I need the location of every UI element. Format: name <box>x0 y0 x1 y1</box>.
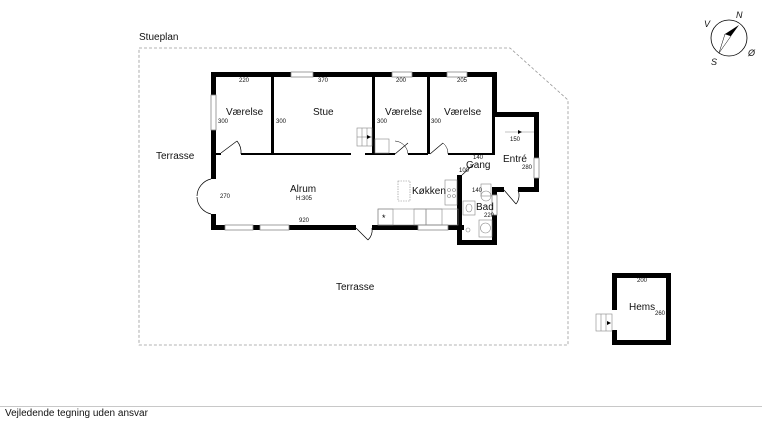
room-stue-label: Stue <box>313 107 334 118</box>
room-bad-width: 140 <box>472 188 483 194</box>
svg-text:*: * <box>382 213 386 223</box>
compass-east-label: Ø <box>748 48 756 58</box>
room-gang-width: 140 <box>473 155 484 161</box>
compass-south-label: S <box>711 57 718 67</box>
compass-rose <box>710 19 748 57</box>
room-gang-depth: 100 <box>459 168 470 174</box>
footer-divider <box>0 406 762 407</box>
room-vaerelse-3-width: 205 <box>457 78 468 84</box>
disclaimer-text: Vejledende tegning uden ansvar <box>5 408 148 419</box>
room-koekken-label: Køkken <box>412 186 446 197</box>
terrace-outline <box>138 47 569 346</box>
room-entre-label: Entré <box>503 154 527 165</box>
room-bad-label: Bad <box>476 202 494 213</box>
kitchen-fixtures <box>377 179 459 226</box>
interior-walls <box>216 77 495 155</box>
room-alrum-depth: 270 <box>220 194 231 200</box>
stair-symbol <box>356 127 390 154</box>
room-vaerelse-2-width: 200 <box>396 78 407 84</box>
room-alrum-label: Alrum <box>290 184 317 195</box>
room-vaerelse-2-label: Værelse <box>385 107 423 118</box>
compass-west-label: V <box>704 19 711 29</box>
room-bad-depth: 220 <box>484 213 495 219</box>
room-gang-label: Gang <box>466 160 491 171</box>
room-hems-depth: 260 <box>655 311 666 317</box>
room-vaerelse-3-label: Værelse <box>444 107 482 118</box>
room-alrum-ceiling-height: H:305 <box>296 196 313 202</box>
room-vaerelse-1-label: Værelse <box>226 107 264 118</box>
room-vaerelse-1-width: 220 <box>239 78 250 84</box>
room-hems-width: 200 <box>637 278 648 284</box>
plan-title: Stueplan <box>139 32 179 43</box>
room-stue-width: 370 <box>318 78 329 84</box>
room-stue-depth: 300 <box>276 119 287 125</box>
windows <box>210 71 540 231</box>
room-vaerelse-3-depth: 300 <box>431 119 442 125</box>
room-entre-width: 150 <box>510 137 521 143</box>
compass-north-label: N <box>736 10 743 20</box>
room-entre-depth: 280 <box>522 165 533 171</box>
door-swings <box>196 140 520 241</box>
room-alrum-width: 920 <box>299 218 310 224</box>
bathroom-fixtures <box>462 183 493 238</box>
hems-structure <box>595 273 671 345</box>
room-vaerelse-2-depth: 300 <box>377 119 388 125</box>
terrace-bottom-label: Terrasse <box>336 282 375 293</box>
room-hems-label: Hems <box>629 302 656 313</box>
terrace-left-label: Terrasse <box>156 151 195 162</box>
room-vaerelse-1-depth: 300 <box>218 119 229 125</box>
